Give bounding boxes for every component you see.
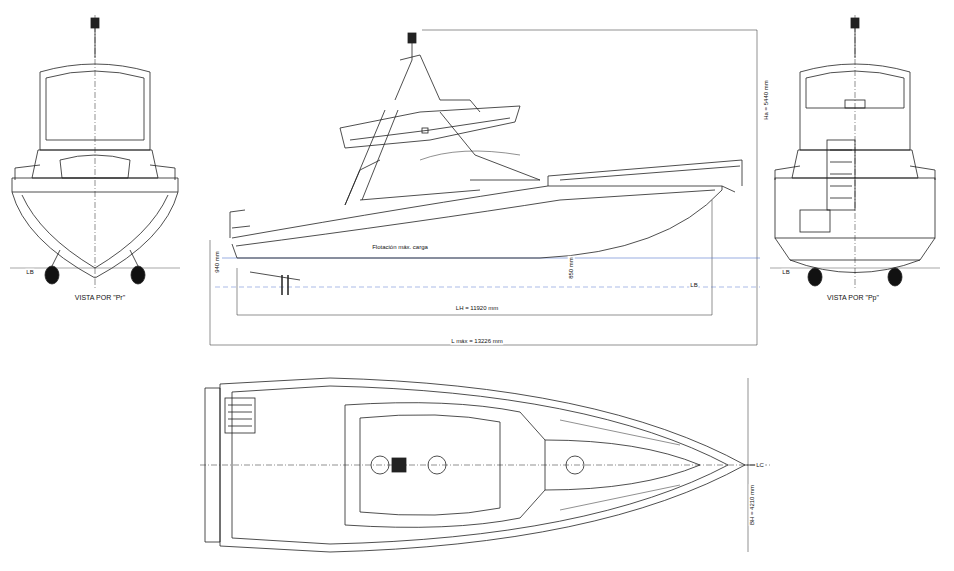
- drawing-line: [228, 412, 252, 413]
- drawing-label: LB: [781, 269, 790, 276]
- drawing-line: [392, 458, 406, 472]
- drawing-line: [428, 456, 446, 474]
- drawing-line: [232, 186, 722, 238]
- drawing-line: [60, 155, 130, 178]
- drawing-line: [775, 238, 935, 260]
- drawing-line: [236, 190, 715, 246]
- drawing-line: [250, 272, 300, 280]
- dimension-label: L máx = 13226 mm: [450, 338, 503, 345]
- drawing-line: [237, 200, 712, 315]
- dimension-label: BH = 4210 mm: [749, 484, 756, 526]
- drawing-line: [830, 162, 852, 163]
- drawing-line: [395, 55, 480, 112]
- drawing-line: [420, 151, 520, 160]
- drawing-line: [775, 178, 935, 238]
- drawing-line: [12, 178, 178, 192]
- drawing-line: [52, 250, 60, 266]
- drawing-line: [360, 415, 500, 515]
- drawing-line: [32, 150, 158, 178]
- drawing-line: [888, 268, 902, 286]
- drawing-line: [225, 398, 255, 433]
- drawing-line: [830, 174, 852, 175]
- drawing-line: [800, 210, 830, 232]
- drawing-line: [371, 456, 389, 474]
- dimension-label: LH = 11920 mm: [455, 305, 499, 312]
- drawing-line: [566, 456, 584, 474]
- drawing-line: [200, 465, 770, 466]
- drawing-label: VISTA POR "Pp": [826, 294, 880, 302]
- drawing-label: VISTA POR "Pr": [74, 294, 126, 302]
- drawing-line: [46, 71, 144, 140]
- drawing-line: [130, 250, 138, 266]
- drawing-label: Flotación máx. carga: [371, 244, 429, 251]
- drawing-line: [808, 268, 822, 286]
- drawing-line: [228, 405, 252, 406]
- drawing-line: [12, 192, 178, 278]
- drawing-line: [210, 30, 757, 345]
- drawing-line: [45, 266, 59, 284]
- drawing-line: [220, 378, 745, 552]
- drawing-line: [845, 100, 865, 108]
- drawing-line: [232, 186, 722, 258]
- drawing-line: [800, 64, 910, 150]
- drawing-line: [10, 268, 180, 269]
- drawing-line: [205, 388, 220, 542]
- drawing-line: [770, 268, 940, 269]
- drawing-line: [830, 198, 852, 199]
- drawing-line: [230, 210, 250, 238]
- drawing-line: [855, 28, 856, 58]
- drawing-line: [545, 440, 700, 490]
- drawing-line: [95, 28, 96, 58]
- drawing-line: [827, 140, 855, 210]
- drawing-label: LB: [25, 269, 34, 276]
- drawing-line: [215, 287, 760, 288]
- drawing-line: [851, 18, 859, 28]
- drawing-line: [340, 106, 520, 148]
- dimension-label: 850 mm: [568, 256, 575, 280]
- drawing-line: [790, 260, 920, 273]
- drawing-line: [232, 386, 728, 544]
- drawing-line: [228, 426, 252, 427]
- drawing-line: [15, 165, 175, 180]
- drawing-line: [830, 186, 852, 187]
- drawing-line: [131, 266, 145, 284]
- drawing-line: [40, 64, 150, 150]
- drawing-line: [722, 186, 735, 192]
- drawing-line: [775, 166, 935, 180]
- drawing-line: [345, 403, 545, 528]
- dimension-label: 940 mm: [214, 250, 221, 274]
- drawing-line: [408, 33, 416, 43]
- top-view: [200, 378, 770, 552]
- drawing-line: [345, 160, 540, 205]
- drawing-line: [360, 155, 540, 200]
- drawing-line: [22, 195, 168, 268]
- drawing-line: [91, 18, 99, 28]
- front-view: [10, 15, 180, 290]
- drawing-line: [560, 420, 680, 510]
- side-view: [210, 30, 760, 345]
- stern-view: [770, 15, 940, 290]
- drawing-label: LC: [755, 462, 765, 469]
- drawing-label: LB: [689, 282, 698, 289]
- drawing-line: [830, 150, 852, 151]
- drawing-line: [95, 15, 96, 290]
- drawing-line: [548, 160, 742, 186]
- drawing-line: [422, 128, 428, 133]
- drawing-line: [345, 110, 475, 205]
- drawing-line: [806, 71, 904, 108]
- dimension-label: Ha = 5440 mm: [763, 79, 770, 121]
- drawing-line: [228, 419, 252, 420]
